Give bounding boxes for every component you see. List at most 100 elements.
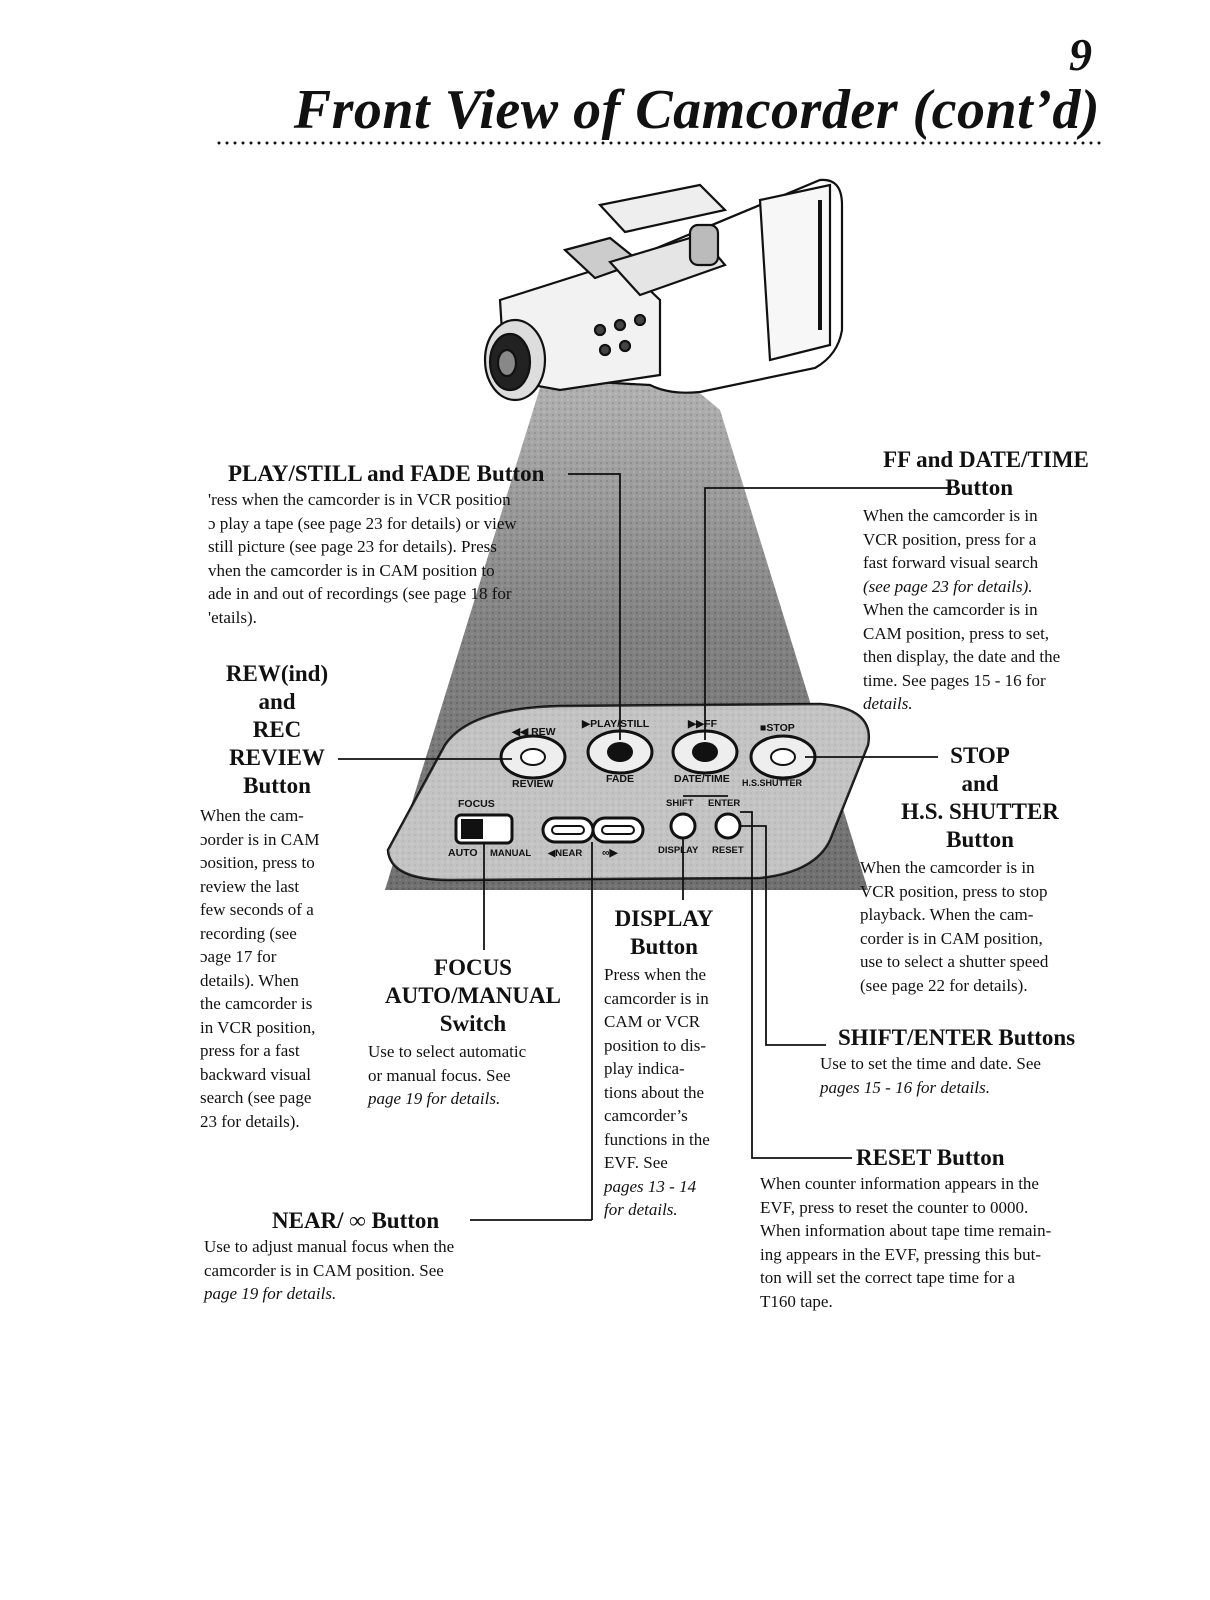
- callout-line: pages 13 - 14: [604, 1176, 697, 1196]
- callout-line: 'etails).: [208, 607, 257, 627]
- dotted-divider: [215, 140, 1103, 146]
- callout-line: VCR position, press for a: [863, 529, 1037, 549]
- callout-reset: RESET Button When counter information ap…: [760, 1144, 1110, 1313]
- callout-title: Button: [945, 475, 1013, 500]
- callout-line: then display, the date and the: [863, 647, 1061, 666]
- callout-line: vhen the camcorder is in CAM position to: [208, 560, 495, 580]
- callout-near: NEAR/ ∞ Button Use to adjust manual focu…: [204, 1207, 524, 1306]
- callout-line: When the cam-: [200, 806, 304, 825]
- callout-shift-enter: SHIFT/ENTER Buttons Use to set the time …: [820, 1024, 1110, 1099]
- callout-line: When the camcorder is in: [860, 858, 1035, 877]
- callout-line: Use to set the time and date. See: [820, 1054, 1041, 1073]
- callout-stop: STOP and H.S. SHUTTER Button When the ca…: [860, 742, 1100, 997]
- label-display: DISPLAY: [658, 845, 699, 856]
- callout-title: Switch: [439, 1011, 507, 1036]
- callout-play-still: PLAY/STILL and FADE Button 'ress when th…: [208, 460, 608, 629]
- callout-title: AUTO/MANUAL: [385, 983, 561, 1008]
- callout-line: position to dis-: [604, 1035, 707, 1055]
- callout-line: camcorder is in CAM position. See: [204, 1260, 444, 1280]
- callout-line: few seconds of a: [200, 900, 314, 919]
- callout-line: fast forward visual search: [863, 553, 1039, 572]
- label-focus: FOCUS: [458, 798, 495, 810]
- camcorder-body: [483, 178, 844, 402]
- label-manual: MANUAL: [490, 848, 531, 859]
- callout-line: for details.: [604, 1200, 678, 1219]
- callout-title: Button: [630, 934, 698, 959]
- ff-button[interactable]: [671, 729, 739, 775]
- callout-title: NEAR/ ∞ Button: [272, 1208, 440, 1233]
- callout-line: playback. When the cam-: [860, 905, 1034, 924]
- callout-title: RESET Button: [856, 1145, 1005, 1170]
- callout-line: page 19 for details.: [204, 1284, 337, 1303]
- callout-title: SHIFT/ENTER Buttons: [838, 1025, 1076, 1050]
- label-shift: SHIFT: [666, 798, 694, 809]
- callout-title: STOP: [950, 743, 1010, 768]
- callout-rew: REW(ind) and REC REVIEW Button When the …: [200, 660, 375, 1133]
- callout-line: camcorder’s: [604, 1106, 688, 1125]
- callout-line: details.: [863, 694, 913, 713]
- label-hs-shutter: H.S.SHUTTER: [742, 778, 803, 788]
- page-title: Front View of Camcorder (cont’d): [293, 79, 1100, 141]
- callout-line: Use to adjust manual focus when the: [204, 1237, 455, 1256]
- callout-line: backward visual: [200, 1064, 311, 1084]
- callout-line: (see page 22 for details).: [860, 975, 1028, 995]
- enter-reset-button[interactable]: [714, 812, 742, 840]
- label-fade: FADE: [606, 773, 634, 785]
- callout-line: VCR position, press to stop: [860, 881, 1048, 901]
- callout-line: review the last: [200, 876, 300, 896]
- callout-title: H.S. SHUTTER: [901, 799, 1059, 824]
- callout-line: camcorder is in: [604, 988, 709, 1008]
- label-reset: RESET: [712, 845, 744, 856]
- callout-line: time. See pages 15 - 16 for: [863, 670, 1046, 690]
- label-play-still: ▶PLAY/STILL: [581, 718, 650, 730]
- focus-switch[interactable]: [454, 813, 514, 845]
- callout-title: REC: [252, 717, 302, 742]
- label-review: REVIEW: [512, 778, 554, 790]
- callout-title: DISPLAY: [614, 906, 714, 931]
- callout-title: and: [961, 771, 999, 796]
- callout-line: still picture (see page 23 for details).…: [208, 537, 497, 556]
- callout-line: When the camcorder is in: [863, 506, 1038, 525]
- callout-line: tions about the: [604, 1082, 705, 1102]
- callout-title: PLAY/STILL and FADE Button: [228, 461, 545, 486]
- callout-line: recording (see: [200, 923, 297, 943]
- label-near: ◀NEAR: [547, 848, 582, 859]
- stop-button[interactable]: [749, 734, 817, 780]
- callout-line: pages 15 - 16 for details.: [820, 1077, 990, 1097]
- callout-line: ɔ play a tape (see page 23 for details) …: [208, 513, 517, 533]
- callout-line: press for a fast: [200, 1041, 300, 1060]
- callout-line: the camcorder is: [200, 994, 313, 1013]
- callout-line: play indica-: [604, 1059, 685, 1078]
- callout-title: Button: [946, 827, 1014, 852]
- label-enter: ENTER: [708, 798, 740, 809]
- callout-title: REVIEW: [229, 745, 325, 770]
- shift-display-button[interactable]: [669, 812, 697, 840]
- callout-title: and: [258, 689, 296, 714]
- near-button[interactable]: [541, 816, 595, 844]
- label-ff: ▶▶FF: [687, 718, 718, 730]
- label-auto: AUTO: [448, 847, 478, 859]
- callout-line: When information about tape time remain-: [760, 1221, 1052, 1240]
- callout-line: functions in the: [604, 1129, 710, 1149]
- infinity-button[interactable]: [591, 816, 645, 844]
- callout-line: in VCR position,: [200, 1017, 316, 1037]
- callout-ff: FF and DATE/TIME Button When the camcord…: [863, 446, 1103, 716]
- callout-line: Press when the: [604, 965, 706, 984]
- label-stop: ■STOP: [760, 722, 795, 734]
- callout-line: use to select a shutter speed: [860, 952, 1049, 971]
- callout-line: (see page 23 for details).: [863, 576, 1033, 596]
- callout-line: ɔage 17 for: [200, 947, 277, 966]
- callout-line: EVF. See: [604, 1153, 668, 1172]
- callout-title: Button: [243, 773, 311, 798]
- callout-line: ɔorder is in CAM: [200, 829, 320, 849]
- callout-line: 'ress when the camcorder is in VCR posit…: [208, 490, 511, 509]
- callout-line: ade in and out of recordings (see page 1…: [208, 584, 512, 603]
- callout-line: T160 tape.: [760, 1291, 833, 1311]
- rew-button[interactable]: [499, 734, 567, 780]
- callout-line: When the camcorder is in: [863, 600, 1038, 619]
- callout-line: or manual focus. See: [368, 1065, 511, 1085]
- callout-line: EVF, press to reset the counter to 0000.: [760, 1197, 1029, 1217]
- callout-line: 23 for details).: [200, 1111, 300, 1131]
- callout-line: details). When: [200, 970, 299, 990]
